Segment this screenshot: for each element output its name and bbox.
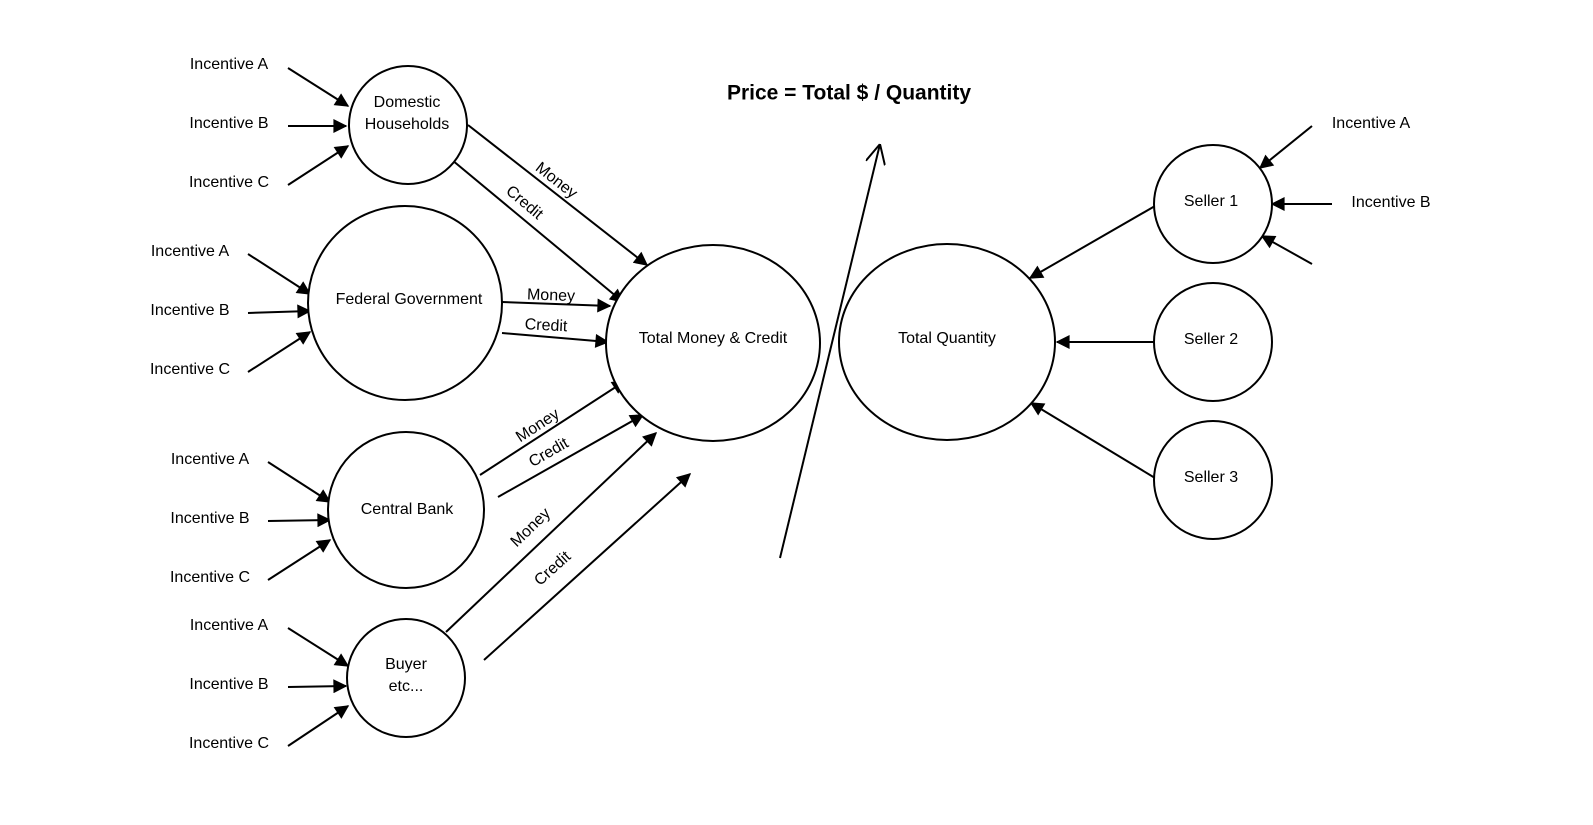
node-seller-3[interactable]: Seller 3 xyxy=(1153,420,1273,540)
arrow xyxy=(287,145,350,186)
money-arrow xyxy=(479,380,627,476)
node-total-quantity[interactable]: Total Quantity xyxy=(838,243,1056,441)
credit-arrow xyxy=(445,154,625,303)
arrow xyxy=(267,461,332,503)
seller-arrows xyxy=(1028,205,1156,479)
node-label: Domestic xyxy=(374,94,441,111)
node-seller-1[interactable]: Seller 1 xyxy=(1153,144,1273,264)
diagram-title: Price = Total $ / Quantity xyxy=(727,82,971,105)
money-arrow xyxy=(501,298,612,313)
incentive-label: Incentive B xyxy=(170,510,249,527)
credit-arrow xyxy=(483,473,692,661)
credit-label: Credit xyxy=(524,316,568,335)
price-divider-arrow xyxy=(779,144,880,559)
node-central-bank[interactable]: Central Bank xyxy=(327,431,485,589)
incentive-label: Incentive C xyxy=(150,361,230,378)
incentive-label: Incentive C xyxy=(189,174,269,191)
arrow xyxy=(1260,235,1313,265)
incentive-label: Incentive B xyxy=(1351,194,1430,211)
node-label: Federal Government xyxy=(336,291,483,308)
node-buyer[interactable]: Buyer etc... xyxy=(346,618,466,738)
incentive-label: Incentive C xyxy=(189,735,269,752)
money-arrow xyxy=(467,124,649,266)
money-arrow xyxy=(445,432,658,633)
arrow xyxy=(287,679,348,694)
incentive-label: Incentive A xyxy=(1332,115,1411,132)
incentive-label: Incentive B xyxy=(189,115,268,132)
node-label: Households xyxy=(365,116,450,133)
arrow xyxy=(1028,205,1156,279)
node-federal-government[interactable]: Federal Government xyxy=(307,205,503,401)
money-label: Money xyxy=(527,286,576,305)
node-label: Seller 2 xyxy=(1184,331,1238,348)
credit-arrow xyxy=(497,414,645,498)
arrow xyxy=(247,253,312,295)
incentive-label: Incentive B xyxy=(150,302,229,319)
flow-arrows xyxy=(445,124,692,661)
arrow xyxy=(247,331,312,373)
incentive-label: Incentive A xyxy=(190,56,269,73)
node-label: Total Quantity xyxy=(898,330,996,347)
node-label: Total Money & Credit xyxy=(639,330,788,347)
credit-label: Credit xyxy=(502,183,546,224)
arrow xyxy=(287,627,350,667)
arrow xyxy=(247,304,312,319)
incentive-label: Incentive A xyxy=(151,243,230,260)
flow-labels: Money Credit Money Credit Money Credit M… xyxy=(502,159,580,589)
arrow xyxy=(1029,402,1156,479)
incentive-labels: Incentive A Incentive B Incentive C Ince… xyxy=(150,56,1431,752)
incentive-label: Incentive B xyxy=(189,676,268,693)
money-label: Money xyxy=(508,505,554,551)
incentive-label: Incentive C xyxy=(170,569,250,586)
node-label: Seller 3 xyxy=(1184,469,1238,486)
incentive-arrows xyxy=(247,67,1332,747)
arrow xyxy=(267,513,332,528)
node-label: Central Bank xyxy=(361,501,454,518)
node-households[interactable]: Domestic Households xyxy=(348,65,468,185)
incentive-label: Incentive A xyxy=(190,617,269,634)
credit-arrow xyxy=(501,332,610,348)
node-seller-2[interactable]: Seller 2 xyxy=(1153,282,1273,402)
arrow xyxy=(1258,125,1313,169)
arrow xyxy=(287,67,350,107)
node-total-money-credit[interactable]: Total Money & Credit xyxy=(605,244,821,442)
arrow xyxy=(287,705,350,747)
node-label: Seller 1 xyxy=(1184,193,1238,210)
node-label: etc... xyxy=(389,678,424,695)
node-label: Buyer xyxy=(385,656,427,673)
arrow xyxy=(267,539,332,581)
incentive-label: Incentive A xyxy=(171,451,250,468)
